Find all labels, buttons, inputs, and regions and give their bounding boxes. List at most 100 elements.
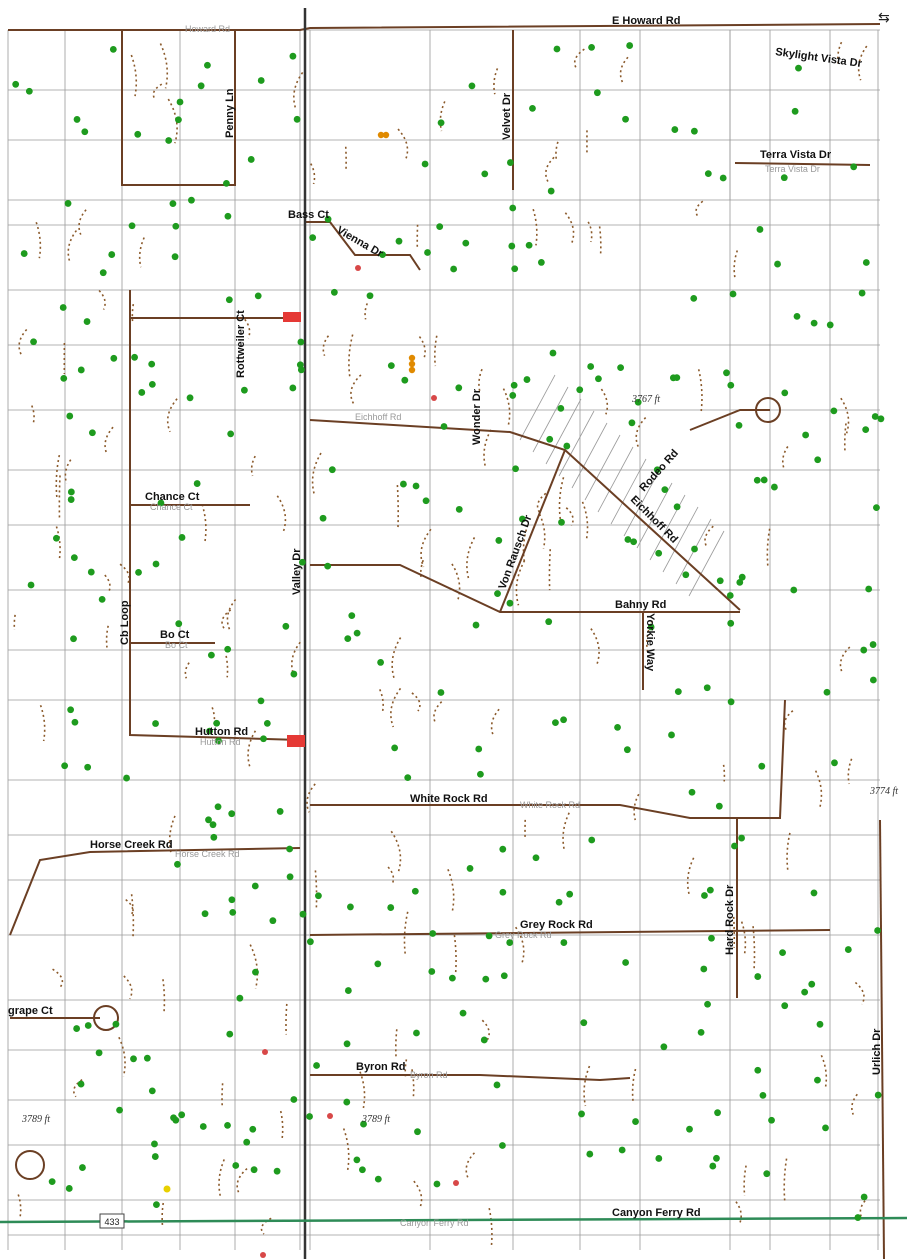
well-point [387,904,395,911]
road-vienna[interactable] [305,221,421,271]
well-point [263,719,271,727]
well-point [404,774,412,782]
well-point [387,362,395,370]
well-point [860,646,868,654]
well-point [704,170,712,178]
well-point [437,119,445,127]
well-point [630,538,638,546]
road-terra[interactable] [734,162,871,166]
well-point [226,1030,234,1038]
driveway [221,1083,224,1106]
well-point [299,558,306,566]
well-point [224,212,232,220]
well-point [738,834,745,842]
road-eichhoff[interactable] [309,419,741,611]
ghost-whiterock: White Rock Rd [520,800,580,810]
elevation-label-e: 3774 ft [869,786,898,797]
well-point [593,89,601,97]
road-penny[interactable] [121,30,236,186]
well-point [88,429,96,437]
well-point [169,200,177,208]
well-point [529,104,536,112]
well-point-orange [377,131,385,139]
well-point [411,887,419,895]
well-point [214,803,222,811]
driveway [247,730,257,768]
road-rodeo[interactable] [689,409,770,431]
road-whiterock[interactable] [310,699,786,819]
well-point [466,865,474,872]
elevation-label-s: 3789 ft [361,1114,390,1125]
ghost-canyonferry: Canyon Ferry Rd [400,1218,469,1228]
driveway [851,1093,858,1115]
well-point [52,534,60,542]
driveway [722,764,726,782]
well-point [655,549,663,557]
well-point [213,719,221,727]
well-point [414,1128,421,1136]
well-point [229,908,237,916]
ghost-hutton: Hutton Rd [200,737,241,747]
well-point [64,200,72,207]
well-point [700,965,708,973]
well-point [232,1162,240,1169]
parcel-lines [7,29,880,1250]
valley-marker-south[interactable] [287,735,305,747]
road-bahny[interactable] [310,564,740,613]
well-point [84,1022,92,1029]
driveway [104,574,111,593]
well-point [647,623,655,631]
well-point [723,369,730,377]
well-point [429,930,437,937]
well-point [413,1029,420,1037]
driveway [159,43,169,89]
road-howard[interactable] [8,23,881,31]
road-horsecreek[interactable] [9,847,301,936]
road-urlich[interactable] [879,819,885,1259]
well-point [87,568,95,576]
elevation-label-ne: 3767 ft [631,394,660,405]
junction-symbol: ⇆ [878,10,890,26]
well-point [566,890,574,898]
driveway [704,525,714,548]
road-cbloop[interactable] [129,290,301,741]
well-point [754,1066,762,1074]
label-howard: E Howard Rd [612,15,680,27]
valley-marker-north[interactable] [283,312,301,322]
well-point [858,289,866,297]
well-point [854,1214,862,1221]
well-point [768,1116,775,1124]
well-point [299,910,307,918]
well-point [374,1175,382,1183]
driveway [35,221,42,259]
well-point [243,1138,251,1146]
well-point [176,98,184,106]
well-point [330,288,338,296]
driveway [743,1165,747,1196]
well-point [831,759,838,767]
well-point [201,910,209,918]
well-point [869,641,877,648]
well-point [377,659,385,666]
driveway [439,101,446,132]
parcel-line [623,470,660,537]
driveway [502,388,511,427]
well-point [499,1142,506,1149]
well-point [215,737,222,745]
well-point [632,1118,639,1125]
well-point [206,727,213,735]
driveway [433,701,443,725]
well-point [826,321,834,329]
well-point [781,1002,789,1010]
driveway [13,614,16,631]
road-byron[interactable] [310,1074,631,1082]
grape-cul-de-sac [93,1005,119,1031]
road-canyonferry[interactable] [0,1216,907,1224]
well-point [553,45,561,53]
well-point [207,651,215,659]
road-greyrock[interactable] [309,929,831,936]
road-vonrausch[interactable] [499,449,566,613]
well-point [348,612,356,620]
well-point [770,483,778,491]
